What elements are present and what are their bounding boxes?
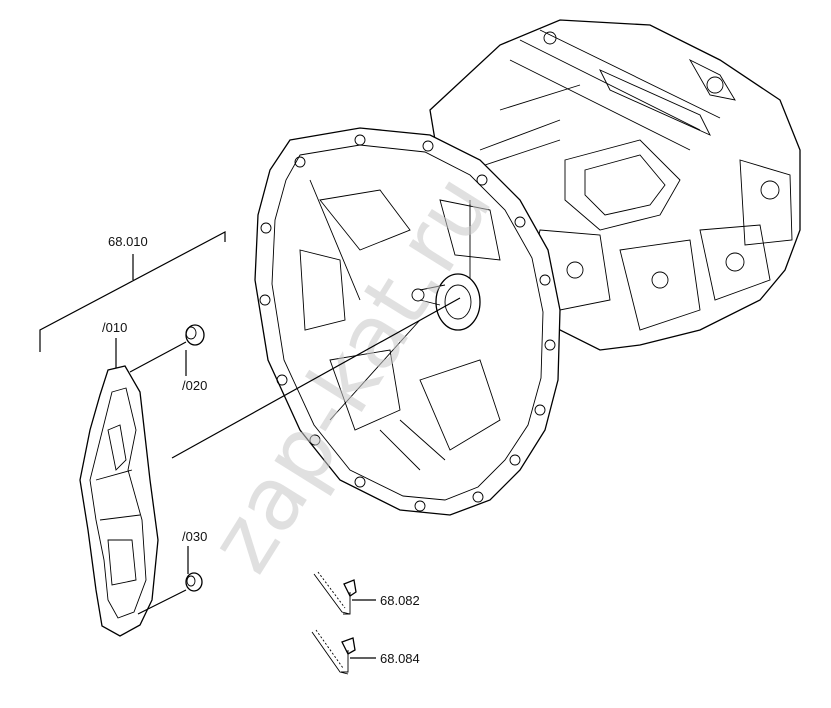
label-020: /020	[182, 378, 207, 393]
leader-fork-to-housing	[171, 297, 461, 459]
label-010: /010	[102, 320, 127, 335]
leader-bushing-bottom	[137, 589, 187, 615]
bushing-top	[185, 324, 205, 346]
spring-clip-b	[311, 629, 356, 675]
label-68-082: 68.082	[380, 593, 420, 608]
assembly-bracket	[39, 231, 226, 352]
leader-bushing-top	[129, 341, 187, 373]
gearbox-housing	[254, 19, 801, 516]
label-68-084: 68.084	[380, 651, 420, 666]
release-fork	[79, 365, 159, 637]
label-68-010: 68.010	[108, 234, 148, 249]
spring-clip-a	[313, 571, 357, 615]
label-030: /030	[182, 529, 207, 544]
bushing-bottom	[185, 572, 203, 592]
